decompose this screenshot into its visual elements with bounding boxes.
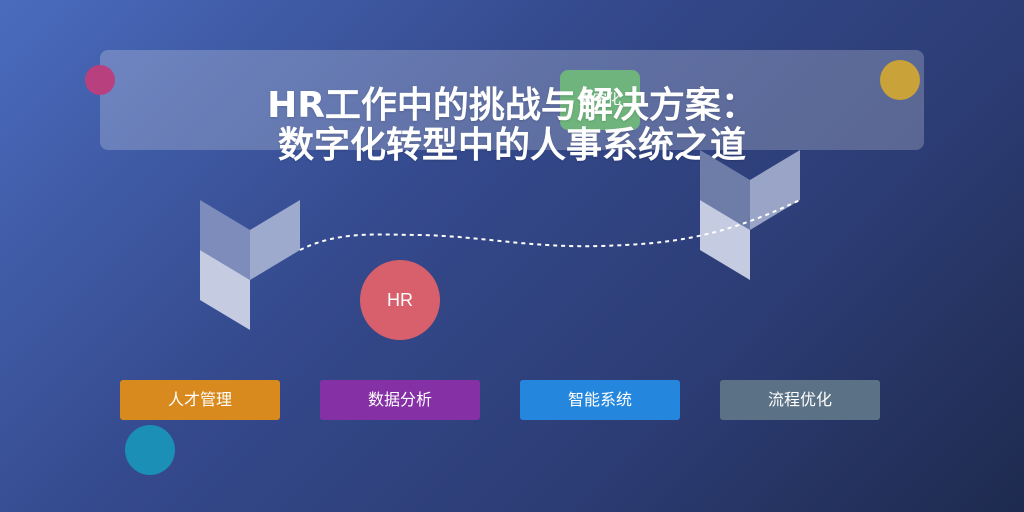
gold-circle-decoration xyxy=(880,60,920,100)
digital-tag: 数字化 xyxy=(560,70,640,130)
chip-talent-management: 人才管理 xyxy=(120,380,280,420)
pink-circle-decoration xyxy=(85,65,115,95)
teal-circle-decoration xyxy=(125,425,175,475)
chip-smart-system: 智能系统 xyxy=(520,380,680,420)
right-cube-icon xyxy=(700,150,800,280)
title-line-2: 数字化转型中的人事系统之道 xyxy=(277,125,746,166)
left-cube-icon xyxy=(200,200,300,330)
title-line-1: HR工作中的挑战与解决方案： xyxy=(267,85,757,126)
title-banner xyxy=(100,50,924,150)
dashed-connector-line xyxy=(299,199,801,251)
chip-data-analysis: 数据分析 xyxy=(320,380,480,420)
chip-process-optimization: 流程优化 xyxy=(720,380,880,420)
page-title: HR工作中的挑战与解决方案： 数字化转型中的人事系统之道 xyxy=(212,86,812,166)
hr-circle-badge: HR xyxy=(360,260,440,340)
